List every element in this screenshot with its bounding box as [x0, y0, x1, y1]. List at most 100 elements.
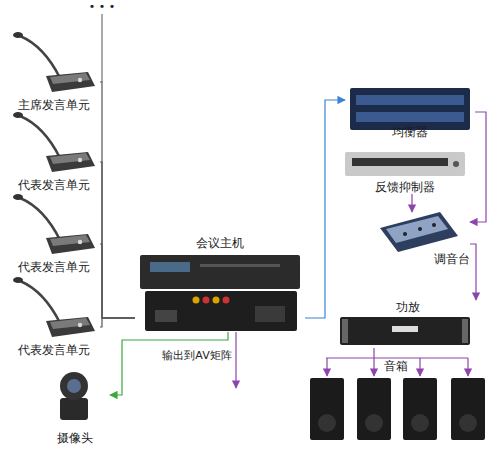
node-label: 代表发言单元: [8, 260, 100, 274]
microphone-unit: [13, 32, 95, 92]
mic-button: [78, 78, 82, 82]
mixer-knob: [418, 227, 422, 231]
mic-base: [46, 234, 95, 254]
mic-panel: [50, 318, 90, 329]
rca-jack: [223, 297, 230, 304]
microphone-node: 主席发言单元: [8, 30, 100, 112]
microphone-node: 代表发言单元: [8, 192, 100, 274]
microphone-node: 代表发言单元: [8, 275, 100, 357]
signal-connector: [100, 162, 135, 318]
speaker-cabinet: [451, 378, 485, 440]
amplifier-node: 功放: [335, 300, 480, 348]
rca-jack: [203, 297, 210, 304]
continuation-dots: • • •: [84, 0, 120, 14]
signal-connector: [373, 348, 374, 376]
mic-button: [78, 158, 82, 162]
speaker-feed: [326, 358, 327, 376]
camera-lens: [67, 379, 81, 393]
node-label: 调音台: [434, 252, 470, 266]
gooseneck: [20, 36, 60, 78]
speaker-cabinet: [403, 378, 437, 440]
speaker-cabinet: [310, 378, 344, 440]
microphone-node: 代表发言单元: [8, 110, 100, 192]
speaker-node: 音箱: [304, 376, 488, 442]
mixer-surface: [386, 216, 448, 243]
node-label: 会议主机: [135, 236, 305, 250]
mic-base: [46, 152, 95, 172]
signal-connector: [470, 112, 486, 222]
amplifier-badge: [392, 326, 418, 332]
mixer-knob: [432, 223, 436, 227]
signal-connector: [110, 332, 228, 395]
mixer-body: [380, 212, 458, 252]
host-display: [150, 262, 190, 272]
signal-connector: [470, 244, 476, 300]
amplifier-handle: [462, 319, 468, 343]
mic-head: [13, 32, 23, 38]
mic-panel: [50, 153, 90, 164]
mic-button: [78, 240, 82, 244]
equalizer-sliders: [356, 112, 464, 122]
speaker-woofer: [411, 414, 429, 432]
speaker-feed: [467, 358, 468, 376]
mixer-knob: [403, 232, 407, 236]
bus-wire: [102, 14, 103, 82]
mic-base: [46, 72, 95, 92]
camera-body: [60, 372, 88, 400]
mic-button: [78, 323, 82, 327]
suppressor-knob: [453, 161, 459, 167]
node-label: 功放: [335, 300, 480, 314]
suppressor-node: 反馈抑制器: [340, 150, 470, 194]
mic-base: [46, 317, 95, 337]
equalizer-sliders: [356, 95, 464, 105]
rca-jack: [213, 297, 220, 304]
speaker-bus: [326, 357, 468, 358]
node-label: 代表发言单元: [8, 178, 100, 192]
suppressor-body: [345, 152, 465, 176]
av-output-arrow: [235, 332, 236, 388]
mic-head: [13, 277, 23, 283]
signal-connector: [305, 100, 345, 318]
node-label: 反馈抑制器: [340, 180, 470, 194]
rca-jack: [193, 297, 200, 304]
suppressor-panel: [352, 158, 448, 166]
microphone-unit: [13, 112, 95, 172]
node-label: 音箱: [304, 359, 488, 373]
node-label: 均衡器: [345, 125, 475, 139]
host-front-panel: [140, 255, 300, 289]
node-label: 摄像头: [40, 431, 110, 445]
host-node: 会议主机: [135, 232, 305, 332]
speaker-woofer: [365, 414, 383, 432]
signal-connector: [100, 82, 135, 318]
gooseneck: [20, 198, 60, 240]
speaker-woofer: [459, 414, 477, 432]
mic-panel: [50, 73, 90, 84]
gooseneck: [20, 116, 60, 158]
camera-base: [60, 398, 88, 420]
host-rear-panel: [145, 291, 297, 331]
microphone-unit: [13, 277, 95, 337]
host-port: [255, 306, 285, 322]
microphone-unit: [13, 194, 95, 254]
mic-panel: [50, 235, 90, 246]
equalizer-body: [350, 88, 470, 130]
output-note: 输出到AV矩阵: [160, 349, 234, 363]
host-port: [155, 310, 177, 322]
speaker-feed: [419, 358, 420, 376]
gooseneck: [20, 281, 60, 323]
amplifier-handle: [342, 319, 348, 343]
amplifier-body: [340, 317, 470, 345]
camera-node: 摄像头: [40, 365, 110, 445]
speaker-woofer: [318, 414, 336, 432]
node-label: 代表发言单元: [8, 343, 100, 357]
mic-head: [13, 112, 23, 118]
equalizer-node: 均衡器: [345, 85, 475, 139]
signal-connector: [100, 244, 135, 318]
node-label: 主席发言单元: [8, 98, 100, 112]
speaker-cabinet: [357, 378, 391, 440]
signal-connector: [411, 194, 412, 212]
mixer-node: 调音台: [370, 212, 470, 266]
host-trim: [200, 264, 280, 267]
